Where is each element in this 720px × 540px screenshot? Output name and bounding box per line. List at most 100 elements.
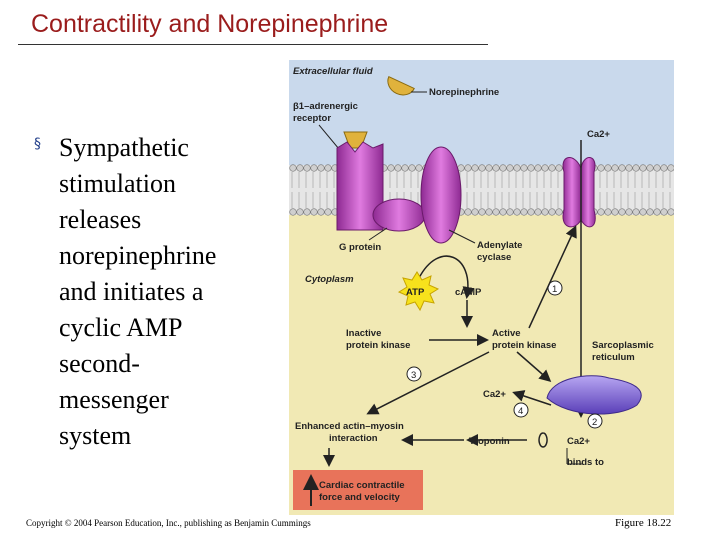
membrane-head (618, 208, 626, 216)
membrane-head (646, 208, 654, 216)
step-4-number: 4 (518, 406, 523, 417)
membrane-head (478, 208, 486, 216)
membrane-head (548, 208, 556, 216)
membrane-head (632, 208, 640, 216)
step-3-number: 3 (411, 370, 416, 381)
membrane-head (506, 164, 514, 172)
membrane-head (464, 208, 472, 216)
membrane-head (485, 164, 493, 172)
membrane-head (401, 164, 409, 172)
membrane-head (534, 164, 542, 172)
sarcoplasmic-reticulum-icon (546, 375, 642, 415)
membrane-head (478, 164, 486, 172)
membrane-head (653, 208, 661, 216)
membrane-head (597, 164, 605, 172)
binding-loop-icon (538, 432, 548, 448)
membrane-head (555, 208, 563, 216)
kinase-channel-arrow (528, 225, 577, 329)
step-4-circle (513, 402, 529, 418)
atp-label: ATP (406, 287, 425, 298)
camp-label: cAMP (455, 287, 482, 298)
beta1-receptor-icon (336, 141, 384, 231)
sarcoplasmic-reticulum-label-2: reticulum (592, 352, 635, 363)
copyright-text: Copyright © 2004 Pearson Education, Inc.… (26, 518, 311, 528)
membrane-head (667, 208, 674, 216)
membrane-head (555, 164, 563, 172)
atp-camp-arrow (418, 255, 475, 299)
membrane-head (611, 208, 619, 216)
membrane-head (527, 164, 535, 172)
inactive-kinase-label-2: protein kinase (346, 340, 410, 351)
adenylate-cyclase-icon (420, 146, 462, 244)
atp-burst-icon (397, 271, 440, 312)
membrane-head (471, 208, 479, 216)
membrane-head (310, 164, 318, 172)
membrane-head (604, 208, 612, 216)
membrane-head (394, 164, 402, 172)
sarcoplasmic-reticulum-label-1: Sarcoplasmic (592, 340, 654, 351)
membrane-head (506, 208, 514, 216)
enhanced-interaction-label-1: Enhanced actin–myosin (295, 421, 404, 432)
membrane-head (604, 164, 612, 172)
membrane-head (660, 164, 668, 172)
membrane-head (464, 164, 472, 172)
membrane-head (541, 164, 549, 172)
membrane-head (310, 208, 318, 216)
adenylate-cyclase-label-1: Adenylate (477, 240, 522, 251)
membrane-head (527, 208, 535, 216)
figure-number: Figure 18.22 (615, 517, 672, 529)
membrane-head (667, 164, 674, 172)
membrane-head (513, 164, 521, 172)
membrane-head (611, 164, 619, 172)
step-2-number: 2 (592, 417, 597, 428)
membrane-head (492, 208, 500, 216)
membrane-head (324, 164, 332, 172)
inactive-kinase-label-1: Inactive (346, 328, 381, 339)
bullet-marker-icon: § (34, 136, 41, 152)
step-2-circle (587, 413, 603, 429)
membrane-head (317, 164, 325, 172)
membrane-head (632, 164, 640, 172)
cardiac-force-label-1: Cardiac contractile (319, 480, 405, 491)
membrane-head (303, 164, 311, 172)
enhanced-interaction-label-2: interaction (329, 433, 378, 444)
membrane-head (618, 164, 626, 172)
step-3-circle (406, 366, 422, 382)
membrane-head (639, 164, 647, 172)
membrane-head (534, 208, 542, 216)
g-protein-icon (372, 198, 426, 232)
membrane-head (597, 208, 605, 216)
kinase-sr-arrow (516, 351, 552, 382)
active-kinase-label-2: protein kinase (492, 340, 556, 351)
extracellular-fluid-label: Extracellular fluid (293, 66, 373, 77)
membrane-head (499, 164, 507, 172)
troponin-label: Troponin (469, 436, 510, 447)
membrane-head (317, 208, 325, 216)
membrane-head (324, 208, 332, 216)
ca-bottom-label: Ca2+ (567, 436, 590, 447)
membrane-head (289, 208, 297, 216)
g-protein-leader (368, 227, 388, 241)
contractility-diagram: Extracellular fluid Norepinephrine β1–ad… (289, 60, 674, 515)
ca-mid-label: Ca2+ (483, 389, 506, 400)
membrane-head (660, 208, 668, 216)
membrane-head (485, 208, 493, 216)
kinase-myosin-arrow (366, 351, 490, 415)
adenylate-cyclase-label-2: cyclase (477, 252, 511, 263)
beta1-receptor-label-2: receptor (293, 113, 331, 124)
binds-to-label: binds to (567, 457, 604, 468)
membrane-head (303, 208, 311, 216)
membrane-head (639, 208, 647, 216)
membrane-head (548, 164, 556, 172)
title-divider (18, 44, 488, 45)
membrane-head (499, 208, 507, 216)
membrane-head (492, 164, 500, 172)
membrane-head (387, 164, 395, 172)
membrane-head (653, 164, 661, 172)
norepinephrine-label: Norepinephrine (429, 87, 499, 98)
adenylate-leader (448, 229, 476, 244)
step-1-number: 1 (552, 284, 557, 295)
g-protein-label: G protein (339, 242, 381, 253)
active-kinase-label-1: Active (492, 328, 521, 339)
membrane-head (625, 208, 633, 216)
